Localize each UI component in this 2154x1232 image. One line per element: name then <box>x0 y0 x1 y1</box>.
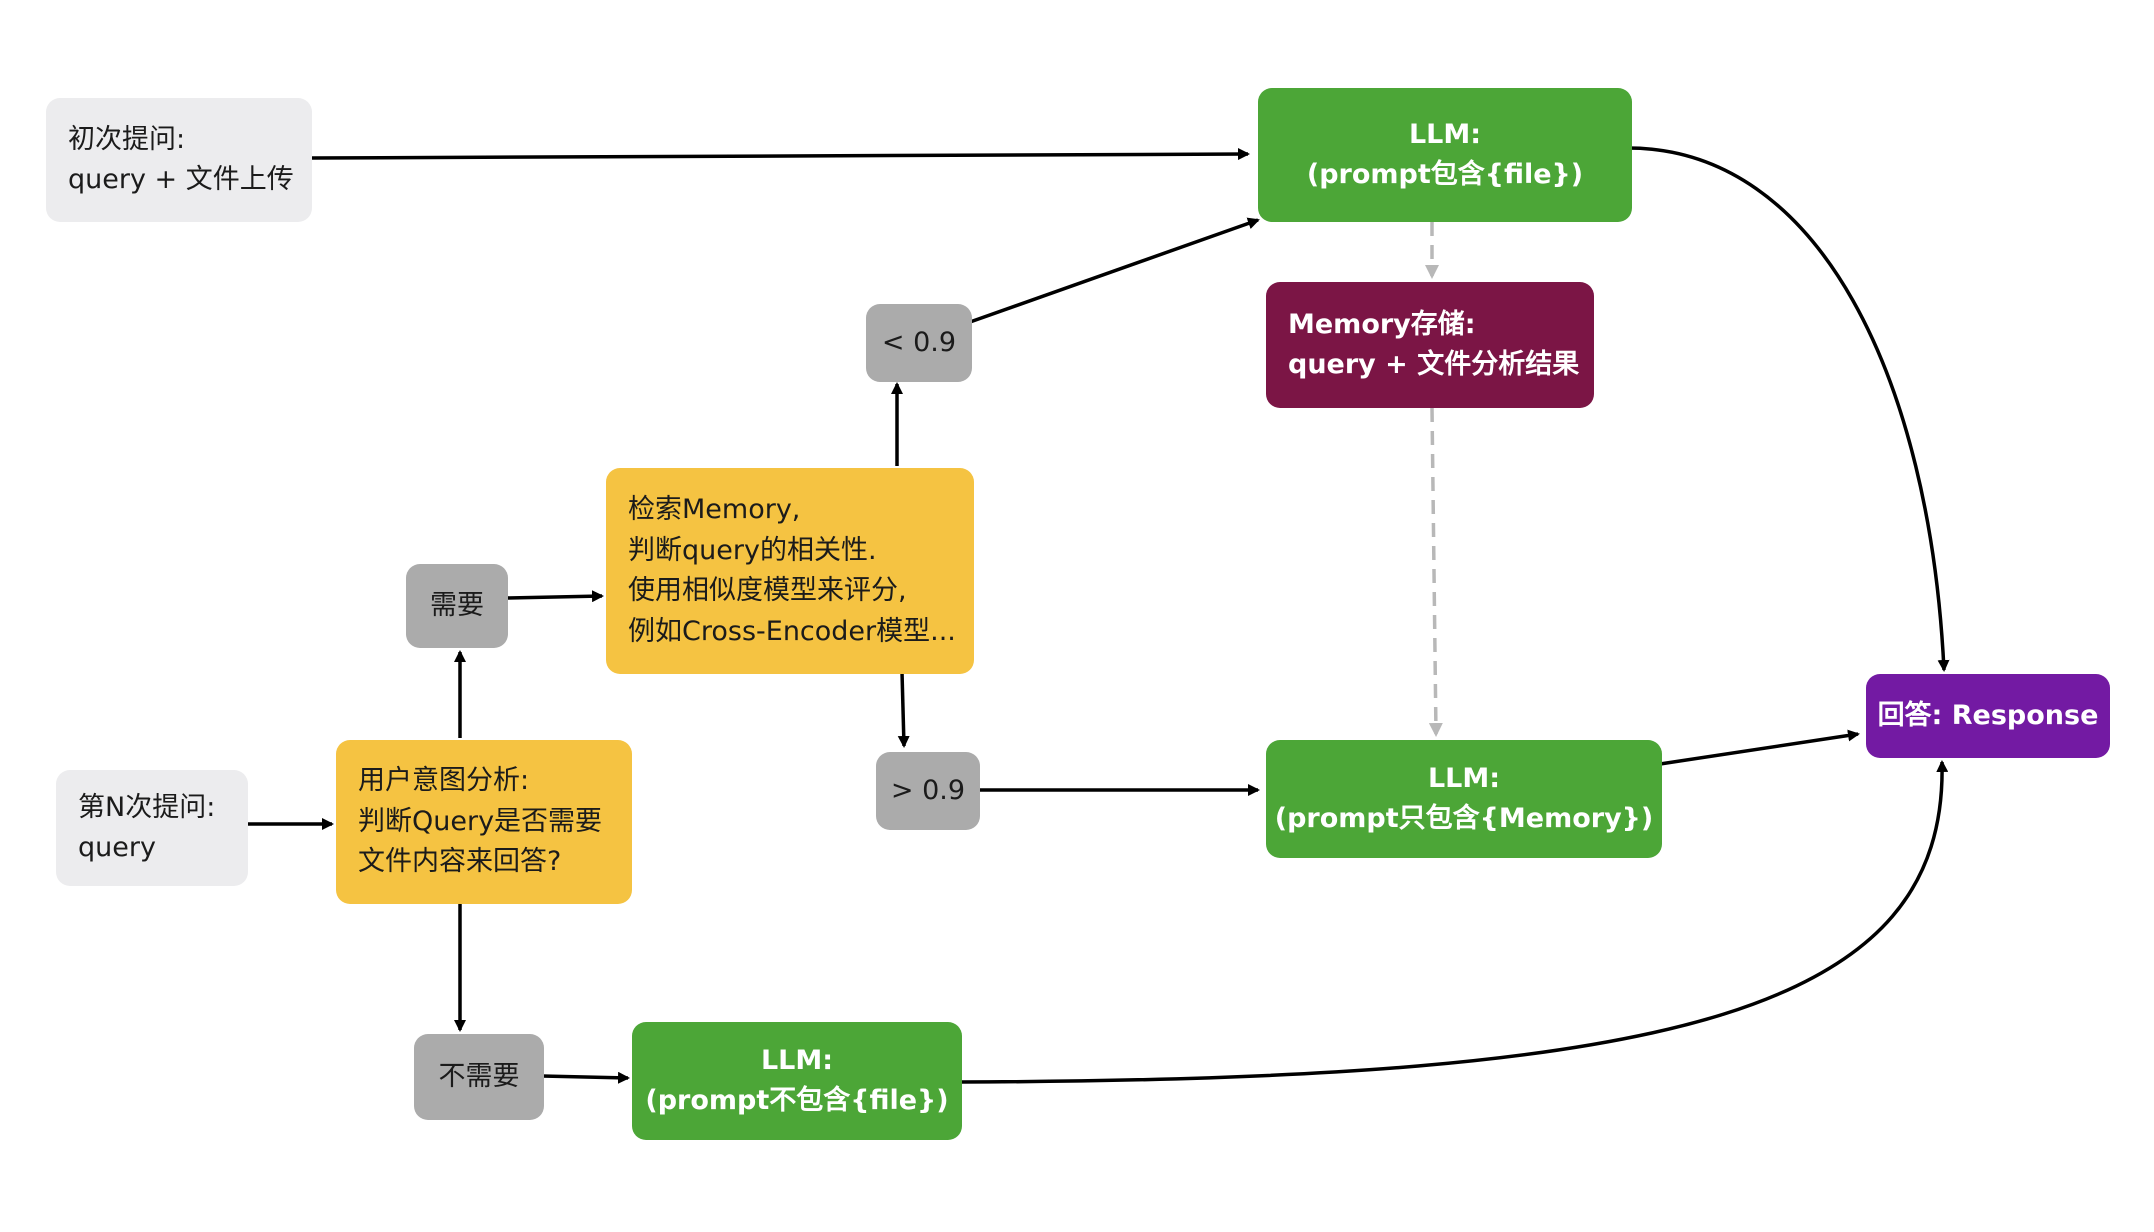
edge-llm-no-file-to-response <box>959 760 1949 1084</box>
memory-store-detail: query + 文件分析结果 <box>1288 349 1580 380</box>
intent-analysis-line-3: 文件内容来回答? <box>358 846 562 878</box>
no-need-label: 不需要 <box>438 1060 520 1092</box>
lt-threshold-label: < 0.9 <box>881 326 957 358</box>
llm-no-file-box: LLM: (prompt不包含{file}) <box>632 1022 962 1140</box>
llm-memory-only-box: LLM: (prompt只包含{Memory}) <box>1266 740 1662 858</box>
intent-analysis-box: 用户意图分析: 判断Query是否需要 文件内容来回答? <box>336 740 632 904</box>
edge-memory-store-to-llm-memory <box>1428 407 1443 737</box>
need-label: 需要 <box>430 589 484 621</box>
llm-no-file-prompt: (prompt不包含{file}) <box>645 1085 949 1116</box>
retrieve-memory-box: 检索Memory, 判断query的相关性. 使用相似度模型来评分, 例如Cro… <box>606 468 974 674</box>
nth-query-box: 第N次提问: query <box>56 770 248 886</box>
memory-store-title: Memory存储: <box>1288 308 1476 340</box>
edge-llm-with-file-to-response <box>1627 146 1950 672</box>
nth-query-title: 第N次提问: <box>78 791 216 823</box>
edge-first-query-to-llm-with-file <box>311 148 1250 161</box>
need-box: 需要 <box>406 564 508 648</box>
retrieve-memory-line-2: 判断query的相关性. <box>628 534 877 566</box>
edge-no-need-to-llm-no-file <box>541 1071 630 1084</box>
retrieve-memory-line-3: 使用相似度模型来评分, <box>628 575 907 606</box>
edge-llm-memory-to-response <box>1659 729 1860 766</box>
memory-store-box: Memory存储: query + 文件分析结果 <box>1266 282 1594 408</box>
response-label: 回答: Response <box>1877 699 2099 731</box>
edge-lt-to-llm-with-file <box>969 217 1260 324</box>
llm-no-file-title: LLM: <box>760 1044 834 1076</box>
retrieve-memory-line-4: 例如Cross-Encoder模型... <box>628 615 956 647</box>
intent-analysis-line-2: 判断Query是否需要 <box>358 805 603 837</box>
no-need-box: 不需要 <box>414 1034 544 1120</box>
retrieve-memory-line-1: 检索Memory, <box>628 494 801 525</box>
gt-threshold-box: > 0.9 <box>876 752 980 830</box>
lt-threshold-box: < 0.9 <box>866 304 972 382</box>
gt-threshold-label: > 0.9 <box>890 774 966 806</box>
llm-with-file-prompt: (prompt包含{file}) <box>1306 159 1584 190</box>
first-query-title: 初次提问: <box>68 123 186 155</box>
edge-retrieve-to-gt <box>897 671 910 748</box>
intent-analysis-line-1: 用户意图分析: <box>358 765 530 797</box>
llm-memory-only-prompt: (prompt只包含{Memory}) <box>1274 803 1654 834</box>
response-box: 回答: Response <box>1866 674 2110 758</box>
edge-need-to-retrieve <box>505 590 604 603</box>
first-query-box: 初次提问: query + 文件上传 <box>46 98 312 222</box>
llm-with-file-box: LLM: (prompt包含{file}) <box>1258 88 1632 222</box>
first-query-detail: query + 文件上传 <box>68 164 294 195</box>
llm-memory-only-title: LLM: <box>1427 762 1501 794</box>
nth-query-detail: query <box>78 832 156 863</box>
llm-with-file-title: LLM: <box>1408 118 1482 150</box>
